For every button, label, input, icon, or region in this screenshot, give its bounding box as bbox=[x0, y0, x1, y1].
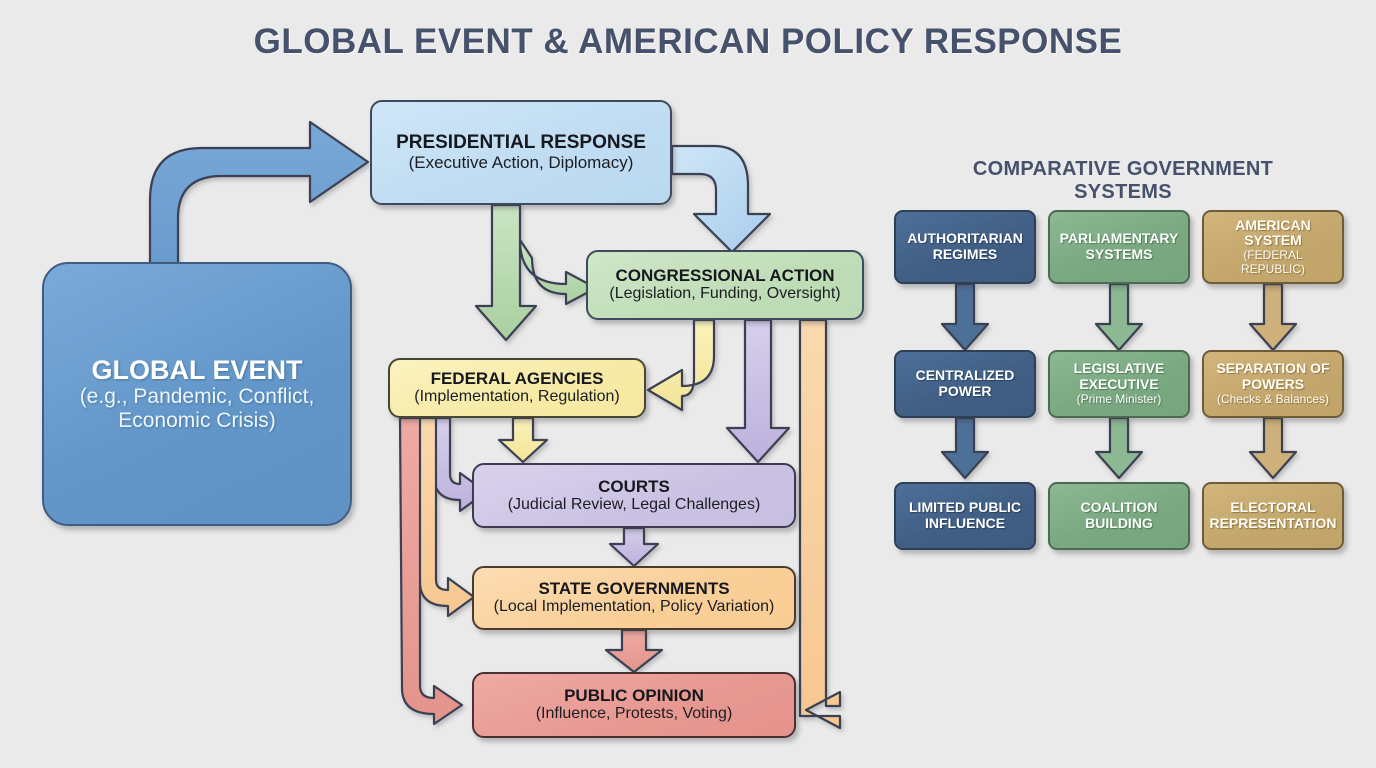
node-public-opinion[interactable]: PUBLIC OPINION (Influence, Protests, Vot… bbox=[472, 672, 796, 738]
comparative-cell-authoritarian-regimes[interactable]: AUTHORITARIAN REGIMES bbox=[894, 210, 1036, 284]
comparative-panel-title: COMPARATIVE GOVERNMENT SYSTEMS bbox=[972, 158, 1274, 203]
arrow-col3-row2-to-row3 bbox=[1248, 416, 1298, 480]
cell-title-line2: EXECUTIVE bbox=[1079, 376, 1159, 393]
arrow-federal-left-to-state bbox=[416, 416, 476, 618]
cell-note: (FEDERAL REPUBLIC) bbox=[1240, 247, 1305, 276]
comparative-cell-electoral-representation[interactable]: ELECTORAL REPRESENTATION bbox=[1202, 482, 1344, 550]
arrow-presidential-to-congressional bbox=[670, 144, 772, 254]
node-subtitle: (Implementation, Regulation) bbox=[414, 388, 620, 406]
comparative-cell-separation-of-powers[interactable]: SEPARATION OF POWERS (Checks & Balances) bbox=[1202, 350, 1344, 418]
arrow-col2-row2-to-row3 bbox=[1094, 416, 1144, 480]
cell-title-line2: SYSTEM bbox=[1244, 232, 1302, 249]
arrow-state-to-public bbox=[604, 628, 664, 674]
cell-title-line1: LIMITED PUBLIC bbox=[909, 499, 1021, 516]
arrow-federal-to-courts bbox=[497, 416, 549, 464]
arrow-presidential-stem-to-congressional bbox=[518, 238, 598, 306]
node-presidential-response[interactable]: PRESIDENTIAL RESPONSE (Executive Action,… bbox=[370, 100, 672, 205]
comparative-cell-centralized-power[interactable]: CENTRALIZED POWER bbox=[894, 350, 1036, 418]
node-title: GLOBAL EVENT bbox=[91, 354, 303, 385]
cell-title-line1: AUTHORITARIAN bbox=[907, 230, 1023, 247]
cell-note: (Prime Minister) bbox=[1076, 391, 1162, 406]
cell-title-line2: REPRESENTATION bbox=[1209, 515, 1337, 531]
node-title: CONGRESSIONAL ACTION bbox=[615, 266, 835, 286]
arrow-federal-left-to-public bbox=[398, 416, 464, 726]
page-title: GLOBAL EVENT & AMERICAN POLICY RESPONSE bbox=[253, 22, 1123, 61]
arrow-col1-row1-to-row2 bbox=[940, 282, 990, 352]
node-subtitle: (Executive Action, Diplomacy) bbox=[408, 153, 634, 173]
node-courts[interactable]: COURTS (Judicial Review, Legal Challenge… bbox=[472, 463, 796, 528]
cell-title-line1: ELECTORAL bbox=[1230, 499, 1316, 516]
arrow-col1-row2-to-row3 bbox=[940, 416, 990, 480]
node-global-event[interactable]: GLOBAL EVENT (e.g., Pandemic, Conflict, … bbox=[42, 262, 352, 526]
comparative-cell-legislative-executive[interactable]: LEGISLATIVE EXECUTIVE (Prime Minister) bbox=[1048, 350, 1190, 418]
cell-title-line1: LEGISLATIVE bbox=[1073, 360, 1165, 377]
node-title: COURTS bbox=[598, 476, 670, 496]
arrow-congressional-to-federal bbox=[646, 318, 716, 412]
arrow-congressional-to-public bbox=[798, 318, 842, 730]
cell-title-line2: POWER bbox=[938, 383, 992, 399]
comparative-cell-limited-public-influence[interactable]: LIMITED PUBLIC INFLUENCE bbox=[894, 482, 1036, 550]
cell-note: (Checks & Balances) bbox=[1216, 391, 1330, 406]
cell-title-line2: BUILDING bbox=[1085, 515, 1153, 531]
comparative-cell-coalition-building[interactable]: COALITION BUILDING bbox=[1048, 482, 1190, 550]
cell-title-line2: SYSTEMS bbox=[1085, 246, 1153, 262]
node-title: STATE GOVERNMENTS bbox=[538, 579, 730, 599]
cell-title-line2: INFLUENCE bbox=[924, 515, 1006, 531]
node-federal-agencies[interactable]: FEDERAL AGENCIES (Implementation, Regula… bbox=[388, 358, 646, 418]
arrow-congressional-to-courts bbox=[725, 318, 791, 464]
arrow-col3-row1-to-row2 bbox=[1248, 282, 1298, 352]
arrow-presidential-to-federal bbox=[474, 203, 538, 342]
node-subtitle: (Influence, Protests, Voting) bbox=[535, 705, 733, 723]
cell-title-line1: PARLIAMENTARY bbox=[1059, 230, 1179, 247]
node-subtitle: (Legislation, Funding, Oversight) bbox=[609, 285, 841, 303]
comparative-cell-american-system[interactable]: AMERICAN SYSTEM (FEDERAL REPUBLIC) bbox=[1202, 210, 1344, 284]
node-title: PUBLIC OPINION bbox=[564, 686, 704, 706]
cell-title-line2: REGIMES bbox=[932, 246, 998, 262]
node-subtitle: (Local Implementation, Policy Variation) bbox=[493, 598, 775, 616]
node-subtitle: (Judicial Review, Legal Challenges) bbox=[507, 495, 761, 513]
cell-title-line1: SEPARATION OF bbox=[1216, 360, 1330, 377]
cell-title-line2: POWERS bbox=[1241, 376, 1305, 393]
cell-title-line1: COALITION bbox=[1080, 499, 1158, 516]
node-title: FEDERAL AGENCIES bbox=[430, 369, 604, 389]
cell-title-line1: CENTRALIZED bbox=[915, 367, 1015, 384]
node-subtitle-line2: Economic Crisis) bbox=[118, 409, 276, 433]
node-state-governments[interactable]: STATE GOVERNMENTS (Local Implementation,… bbox=[472, 566, 796, 630]
node-title: PRESIDENTIAL RESPONSE bbox=[396, 132, 646, 154]
node-congressional-action[interactable]: CONGRESSIONAL ACTION (Legislation, Fundi… bbox=[586, 250, 864, 320]
arrow-col2-row1-to-row2 bbox=[1094, 282, 1144, 352]
cell-title-line1: AMERICAN bbox=[1235, 216, 1311, 233]
arrow-courts-to-state bbox=[608, 526, 660, 568]
comparative-cell-parliamentary-systems[interactable]: PARLIAMENTARY SYSTEMS bbox=[1048, 210, 1190, 284]
node-subtitle-line1: (e.g., Pandemic, Conflict, bbox=[79, 385, 315, 409]
